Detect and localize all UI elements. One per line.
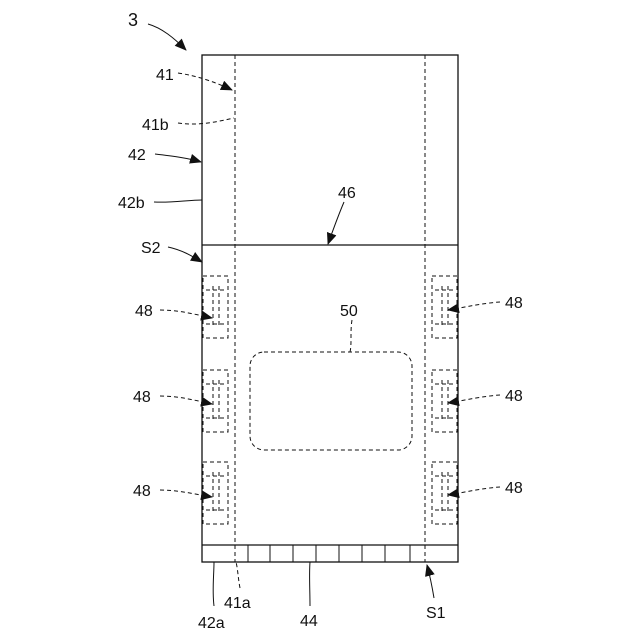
label-3: 3 [128,10,138,30]
leader-46 [328,202,344,244]
right-attachment-1 [432,276,457,338]
label-48-right-2: 48 [505,388,523,405]
leader-48-left-1 [160,310,212,318]
label-41a: 41a [224,595,251,612]
right-attachment-2 [432,370,457,432]
leader-S2 [168,247,202,262]
window-region [250,352,412,450]
label-48-right-3: 48 [505,480,523,497]
label-42b: 42b [118,195,145,212]
label-42a: 42a [198,615,225,632]
label-S1: S1 [426,605,446,622]
leader-48-right-3 [448,487,500,495]
label-48-left-3: 48 [133,483,151,500]
leader-41 [178,73,232,90]
label-42: 42 [128,147,146,164]
leader-48-left-3 [160,490,212,497]
label-S2: S2 [141,240,161,257]
leader-S1 [427,565,434,598]
leader-42 [155,154,201,162]
left-attachment-1 [203,276,228,338]
label-44: 44 [300,613,318,630]
left-attachment-3 [203,462,228,524]
label-41b: 41b [142,117,169,134]
leader-50 [350,320,352,352]
leader-48-left-2 [160,396,212,404]
label-41: 41 [156,67,174,84]
leader-42a [213,562,214,606]
label-48-left-1: 48 [135,303,153,320]
leader-48-right-2 [448,395,500,403]
right-attachment-3 [432,462,457,524]
label-50: 50 [340,303,358,320]
bottom-strip [202,545,458,562]
leader-41b [178,118,234,124]
label-48-left-2: 48 [133,389,151,406]
label-48-right-1: 48 [505,295,523,312]
left-attachment-2 [203,370,228,432]
leader-41a [236,562,240,588]
leader-42b [154,200,202,202]
leader-3 [148,24,186,50]
leader-48-right-1 [448,302,500,310]
label-46: 46 [338,185,356,202]
package-outline [202,55,458,562]
